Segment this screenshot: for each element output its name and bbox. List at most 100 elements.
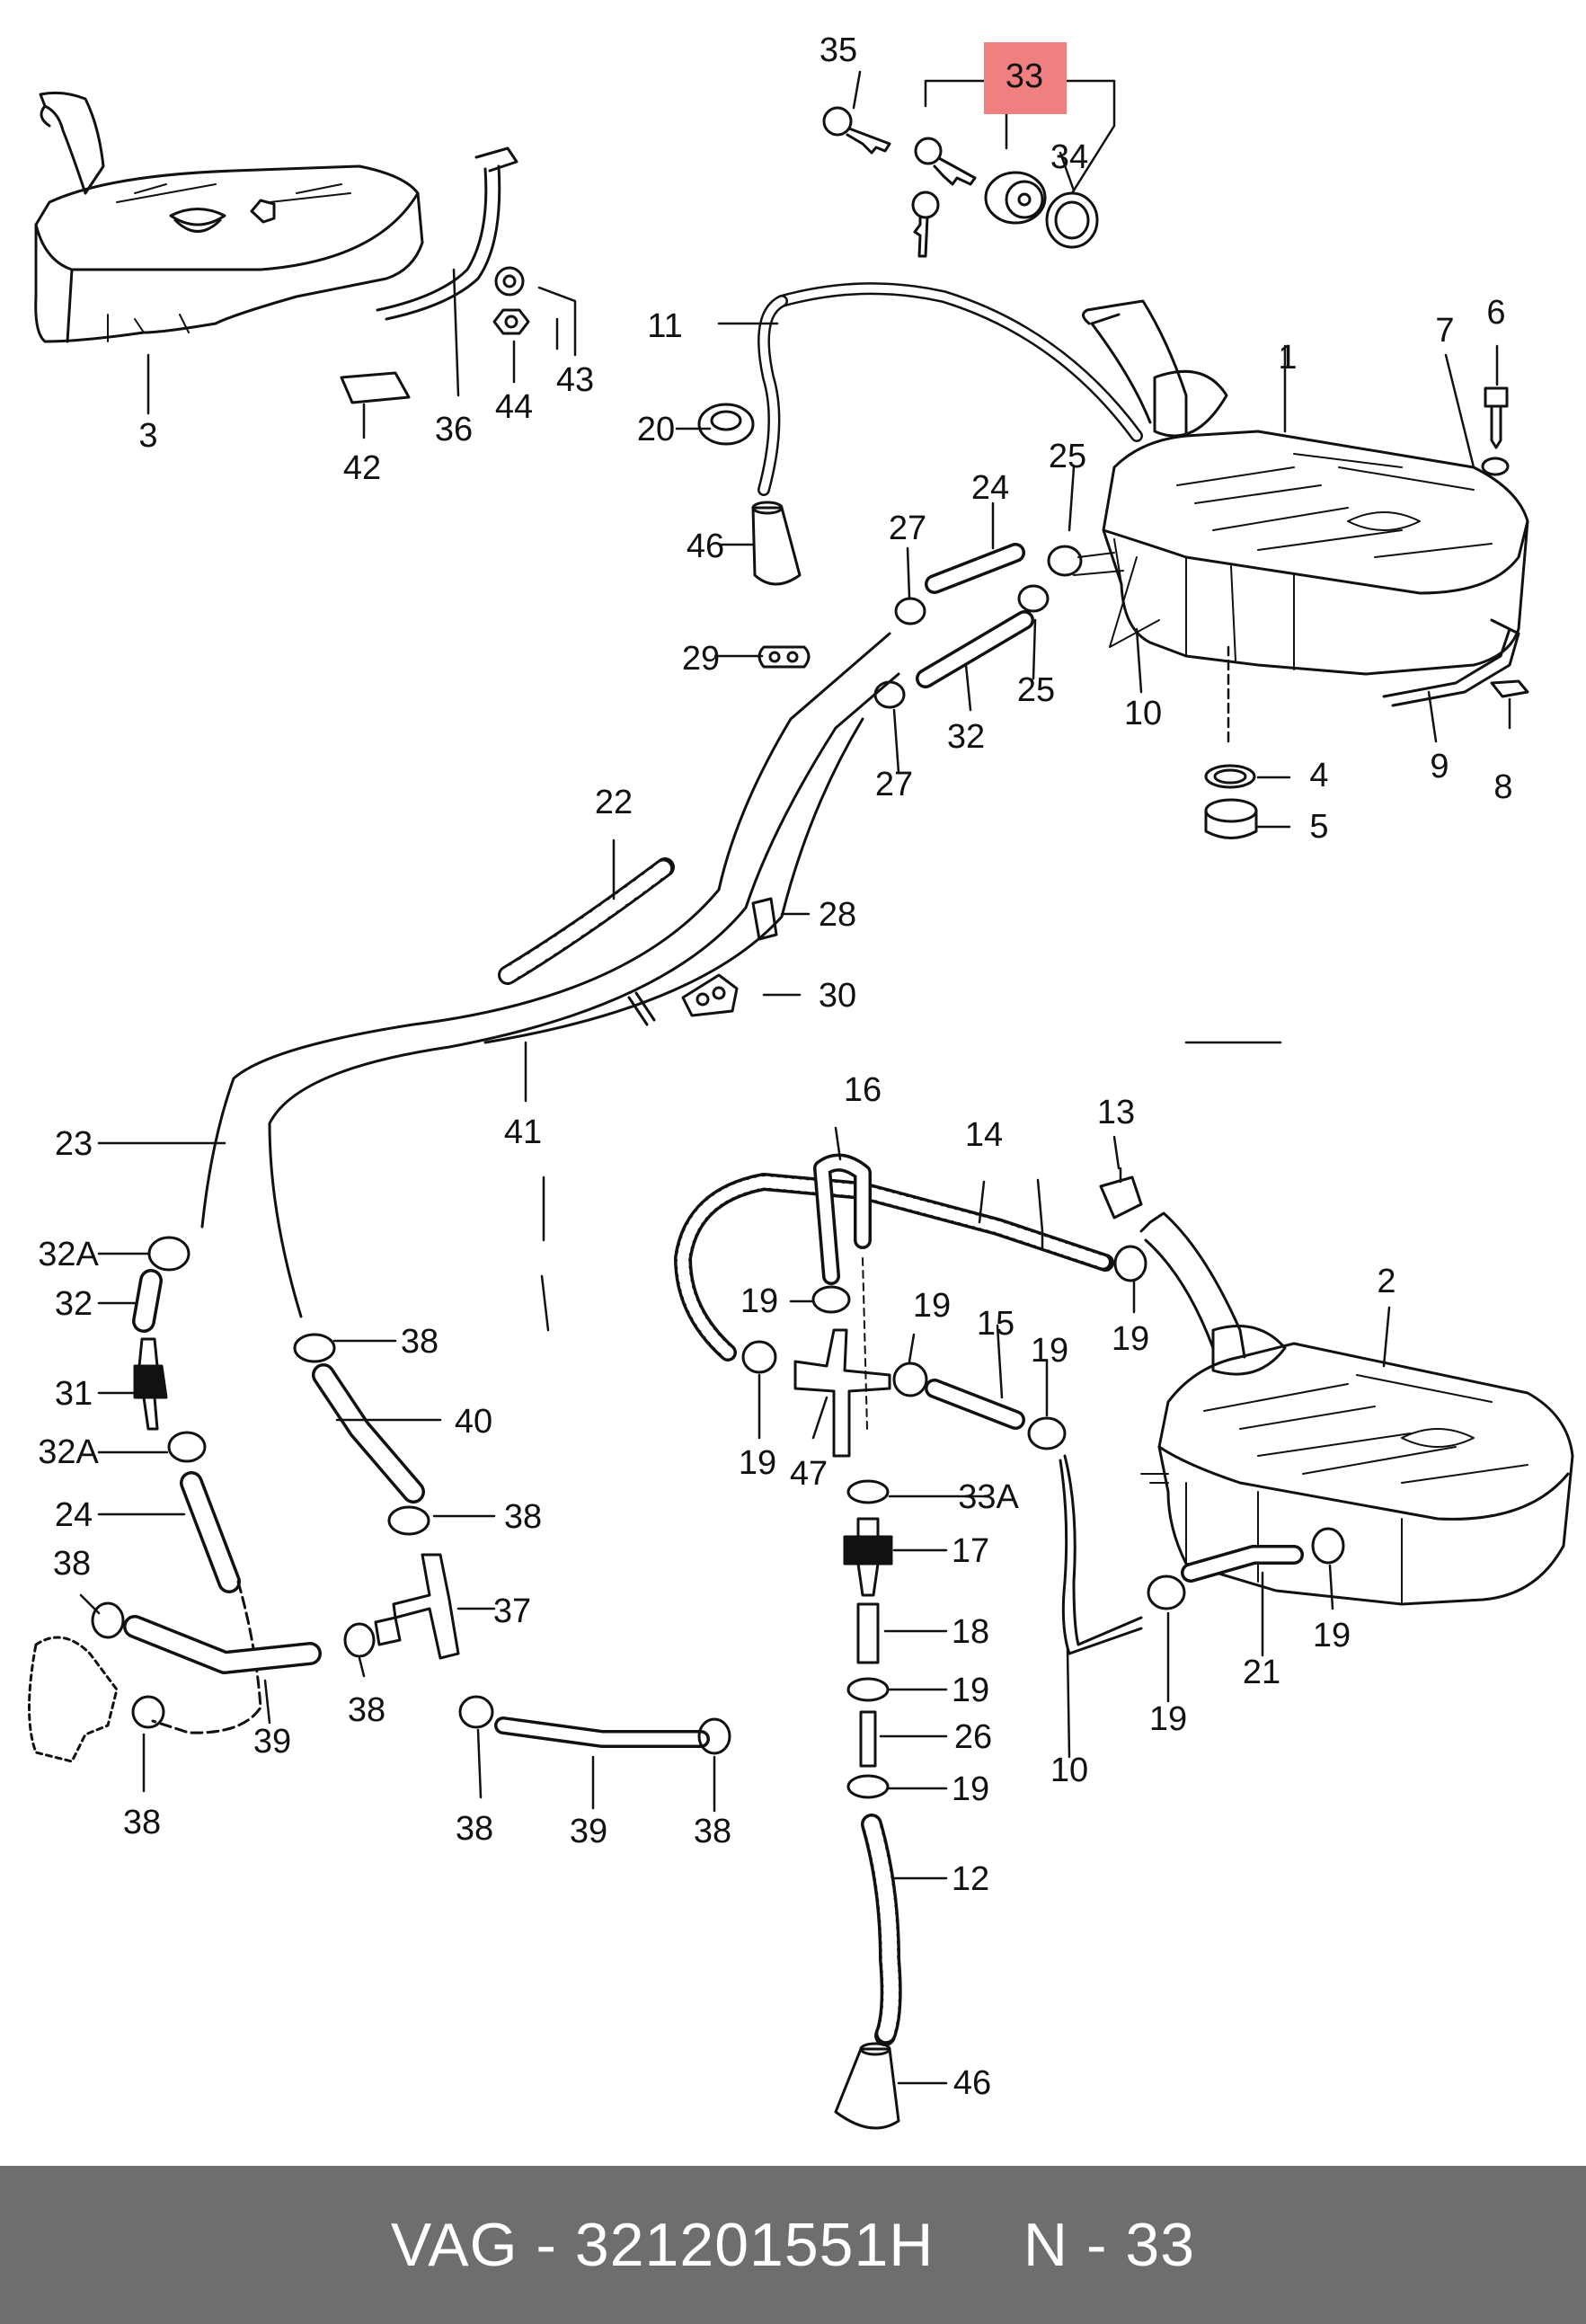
hose-clamp (1147, 1574, 1186, 1610)
footer-part-number: 321201551H (574, 2211, 935, 2279)
lock-keys (911, 137, 977, 258)
footer-separator: - (518, 2211, 575, 2279)
pipe-bracket (681, 973, 739, 1017)
lock-seal (1045, 191, 1099, 249)
vent-hose (674, 1153, 1114, 1362)
footer-brand: VAG (390, 2211, 518, 2279)
callout-16: 16 (844, 1071, 882, 1109)
hose-clamp (343, 1622, 376, 1658)
fuel-lines (200, 632, 900, 1318)
callout-21: 21 (1243, 1654, 1280, 1691)
seal-ring (1204, 764, 1256, 789)
tank-strap (376, 146, 518, 321)
callout-37: 37 (493, 1592, 531, 1630)
tank-strap (1382, 618, 1529, 707)
hose (859, 1710, 877, 1768)
drain-hose (861, 1814, 902, 2046)
hose-end-cap (834, 2042, 900, 2130)
hose-clamp (1017, 584, 1050, 613)
hose-clamp (387, 1505, 430, 1536)
lock-cylinder (984, 171, 1047, 225)
callout-23: 23 (55, 1125, 93, 1163)
footer-gap (934, 2210, 1023, 2280)
callout-32Ab: 32A (38, 1433, 99, 1471)
callout-46b: 46 (953, 2064, 991, 2102)
hose-clamp (741, 1340, 777, 1374)
hose-clamp (1311, 1527, 1345, 1565)
callout-29: 29 (682, 640, 720, 678)
callout-5: 5 (1309, 808, 1328, 846)
washer (494, 266, 525, 297)
callout-32A: 32A (38, 1236, 99, 1273)
hose-clamp (91, 1601, 125, 1639)
callout-27b: 27 (875, 766, 913, 803)
hose-clamp (147, 1236, 190, 1272)
callout-33: 33 (1006, 58, 1043, 95)
fuel-tank-main (1082, 299, 1529, 676)
sleeve (751, 897, 778, 941)
callout-20: 20 (637, 411, 675, 448)
callout-28: 28 (819, 896, 856, 934)
callout-38b: 38 (123, 1804, 161, 1841)
callout-39b: 39 (570, 1813, 607, 1850)
filler-cap (1099, 1175, 1143, 1220)
callout-19e: 19 (739, 1444, 776, 1482)
callout-44: 44 (495, 388, 533, 426)
hose-clamp (167, 1431, 207, 1463)
callout-38a: 38 (53, 1545, 91, 1583)
callout-19d: 19 (1112, 1320, 1149, 1358)
hose-clamp (1027, 1416, 1067, 1450)
callout-6: 6 (1486, 294, 1505, 332)
callout-38f: 38 (456, 1810, 493, 1848)
hose-clamp (811, 1285, 851, 1314)
callout-17: 17 (952, 1532, 989, 1570)
callout-13: 13 (1097, 1094, 1135, 1131)
callouts: 35 33 34 6 7 1 11 20 25 24 27 46 29 25 1… (38, 31, 1512, 2102)
callout-10: 10 (1124, 695, 1162, 732)
hose (856, 1602, 880, 1664)
callout-46: 46 (687, 528, 724, 565)
callout-38d: 38 (504, 1498, 542, 1536)
fuel-filter (133, 1337, 168, 1431)
hose-clamp (873, 680, 906, 709)
callout-11: 11 (647, 307, 682, 345)
callout-12: 12 (952, 1860, 989, 1898)
callout-1: 1 (1278, 339, 1297, 377)
hose-clamp (846, 1774, 890, 1799)
pipe-bracket (758, 645, 811, 669)
vent-line (1063, 1454, 1143, 1646)
nut (492, 308, 530, 335)
injector-pump (28, 1636, 119, 1763)
callout-34: 34 (1050, 138, 1088, 176)
hose-clamp (131, 1695, 165, 1729)
callout-3: 3 (138, 417, 157, 455)
callout-40: 40 (455, 1403, 492, 1441)
callout-36: 36 (435, 411, 473, 448)
callout-14: 14 (965, 1116, 1003, 1154)
hose-clamp (293, 1333, 336, 1363)
callout-31: 31 (55, 1375, 93, 1413)
callout-10b: 10 (1050, 1752, 1088, 1789)
key (822, 106, 891, 155)
footer-separator-2: - (1068, 2211, 1126, 2279)
callout-32b: 32 (55, 1285, 93, 1323)
hose-clamp (846, 1677, 890, 1702)
callout-19a: 19 (740, 1282, 778, 1320)
callout-26: 26 (954, 1718, 992, 1756)
callout-38g: 38 (694, 1813, 731, 1850)
callout-15: 15 (977, 1305, 1015, 1343)
footer-ref-prefix: N (1023, 2211, 1068, 2279)
callout-19h: 19 (1149, 1700, 1187, 1738)
callout-4: 4 (1309, 757, 1328, 794)
hose-clamp (1047, 545, 1083, 577)
callout-19b: 19 (913, 1287, 951, 1325)
highlight-box (984, 42, 1067, 114)
tee-connector (793, 1328, 891, 1458)
hose-clamp (458, 1695, 494, 1729)
hose-clamp (892, 1362, 928, 1397)
callout-32: 32 (947, 718, 985, 756)
callout-25b: 25 (1017, 671, 1055, 709)
callout-47: 47 (790, 1455, 828, 1493)
callout-19c: 19 (1031, 1332, 1068, 1370)
callout-43: 43 (556, 361, 594, 399)
